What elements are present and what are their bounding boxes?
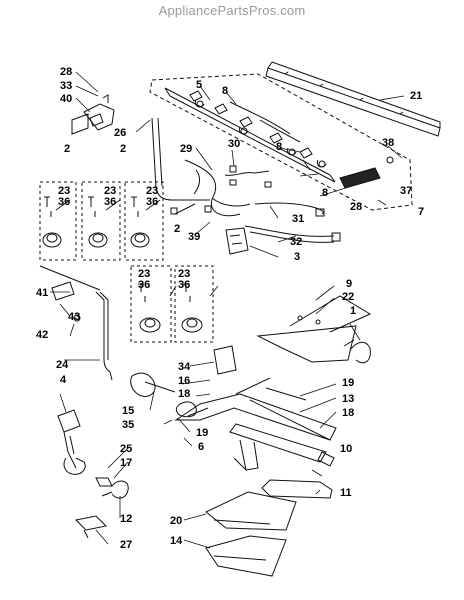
valve-box-4: [130, 265, 172, 343]
callout-16: 16: [178, 375, 190, 387]
callout-9: 9: [346, 278, 352, 290]
bracket-40: [71, 113, 89, 135]
callout-28a: 28: [60, 66, 72, 78]
callout-36c: 36: [146, 196, 158, 208]
valve-4: [57, 409, 81, 433]
callout-23d: 23: [138, 268, 150, 280]
callout-37: 37: [400, 185, 412, 197]
valve-box-3: [124, 181, 164, 261]
long-bracket: [265, 61, 441, 137]
callout-36e: 36: [178, 279, 190, 291]
callout-19a: 19: [342, 377, 354, 389]
callout-12: 12: [120, 513, 132, 525]
gas-tube-32: [244, 225, 335, 243]
callout-13: 13: [342, 393, 354, 405]
callout-38: 38: [382, 137, 394, 149]
callout-6: 6: [198, 441, 204, 453]
callout-40: 40: [60, 93, 72, 105]
callout-36b: 36: [104, 196, 116, 208]
manifold-dashed-box: [149, 73, 413, 211]
callout-29: 29: [180, 143, 192, 155]
callout-41: 41: [36, 287, 48, 299]
callout-2b: 2: [120, 143, 126, 155]
callout-11: 11: [340, 487, 352, 499]
callout-8c: 8: [322, 187, 328, 199]
callout-7: 7: [418, 206, 424, 218]
callout-20: 20: [170, 515, 182, 527]
callout-5: 5: [196, 79, 202, 91]
callout-23e: 23: [178, 268, 190, 280]
callout-31: 31: [292, 213, 304, 225]
callout-21: 21: [410, 90, 422, 102]
tube-12: [101, 480, 129, 499]
gas-tube-31: [254, 202, 324, 215]
callout-26: 26: [114, 127, 126, 139]
callout-8b: 8: [276, 141, 282, 153]
callout-23c: 23: [146, 185, 158, 197]
valve-box-5: [174, 265, 214, 343]
callout-2a: 2: [64, 143, 70, 155]
gas-tube-26: [151, 117, 210, 201]
callout-36d: 36: [138, 279, 150, 291]
tube-1: [343, 339, 371, 364]
callout-42: 42: [36, 329, 48, 341]
callout-3: 3: [294, 251, 300, 263]
callout-34: 34: [178, 361, 191, 373]
callout-23a: 23: [58, 185, 70, 197]
valve-box-1: [39, 181, 77, 261]
callout-2c: 2: [174, 223, 180, 235]
callout-10: 10: [340, 443, 352, 455]
callout-8a: 8: [222, 85, 228, 97]
callout-30: 30: [228, 138, 240, 150]
heat-shield-14: [205, 535, 287, 577]
callout-14: 14: [170, 535, 183, 547]
callout-28b: 28: [350, 201, 362, 213]
bracket-27: [74, 515, 108, 539]
callout-32: 32: [290, 236, 302, 248]
callout-22: 22: [342, 291, 354, 303]
burner-bar-10: [229, 423, 327, 463]
callout-33: 33: [60, 80, 72, 92]
callout-23b: 23: [104, 185, 116, 197]
callout-27: 27: [120, 539, 132, 551]
heat-shield-20: [205, 491, 297, 531]
gas-tube-24: [95, 291, 113, 381]
burner-16: [130, 372, 156, 397]
callout-24: 24: [56, 359, 69, 371]
valve-box-2: [81, 181, 121, 261]
regulator-3: [225, 227, 249, 255]
callout-15: 15: [122, 405, 134, 417]
callout-18a: 18: [178, 388, 190, 400]
burner-base-9: [256, 325, 357, 363]
main-burner-tube: [174, 393, 337, 441]
callout-39: 39: [188, 231, 200, 243]
burner-rail: [164, 87, 336, 183]
callout-19b: 19: [196, 427, 208, 439]
callout-43: 43: [68, 311, 80, 323]
callout-18b: 18: [342, 407, 354, 419]
watermark: AppliancePartsPros.com: [158, 3, 306, 18]
gas-tube-29: [184, 159, 241, 217]
callout-25: 25: [120, 443, 132, 455]
shield-11: [261, 479, 333, 499]
callout-35: 35: [122, 419, 134, 431]
callout-17: 17: [120, 457, 132, 469]
callout-36a: 36: [58, 196, 70, 208]
callout-1: 1: [350, 305, 356, 317]
callout-4: 4: [60, 374, 67, 386]
